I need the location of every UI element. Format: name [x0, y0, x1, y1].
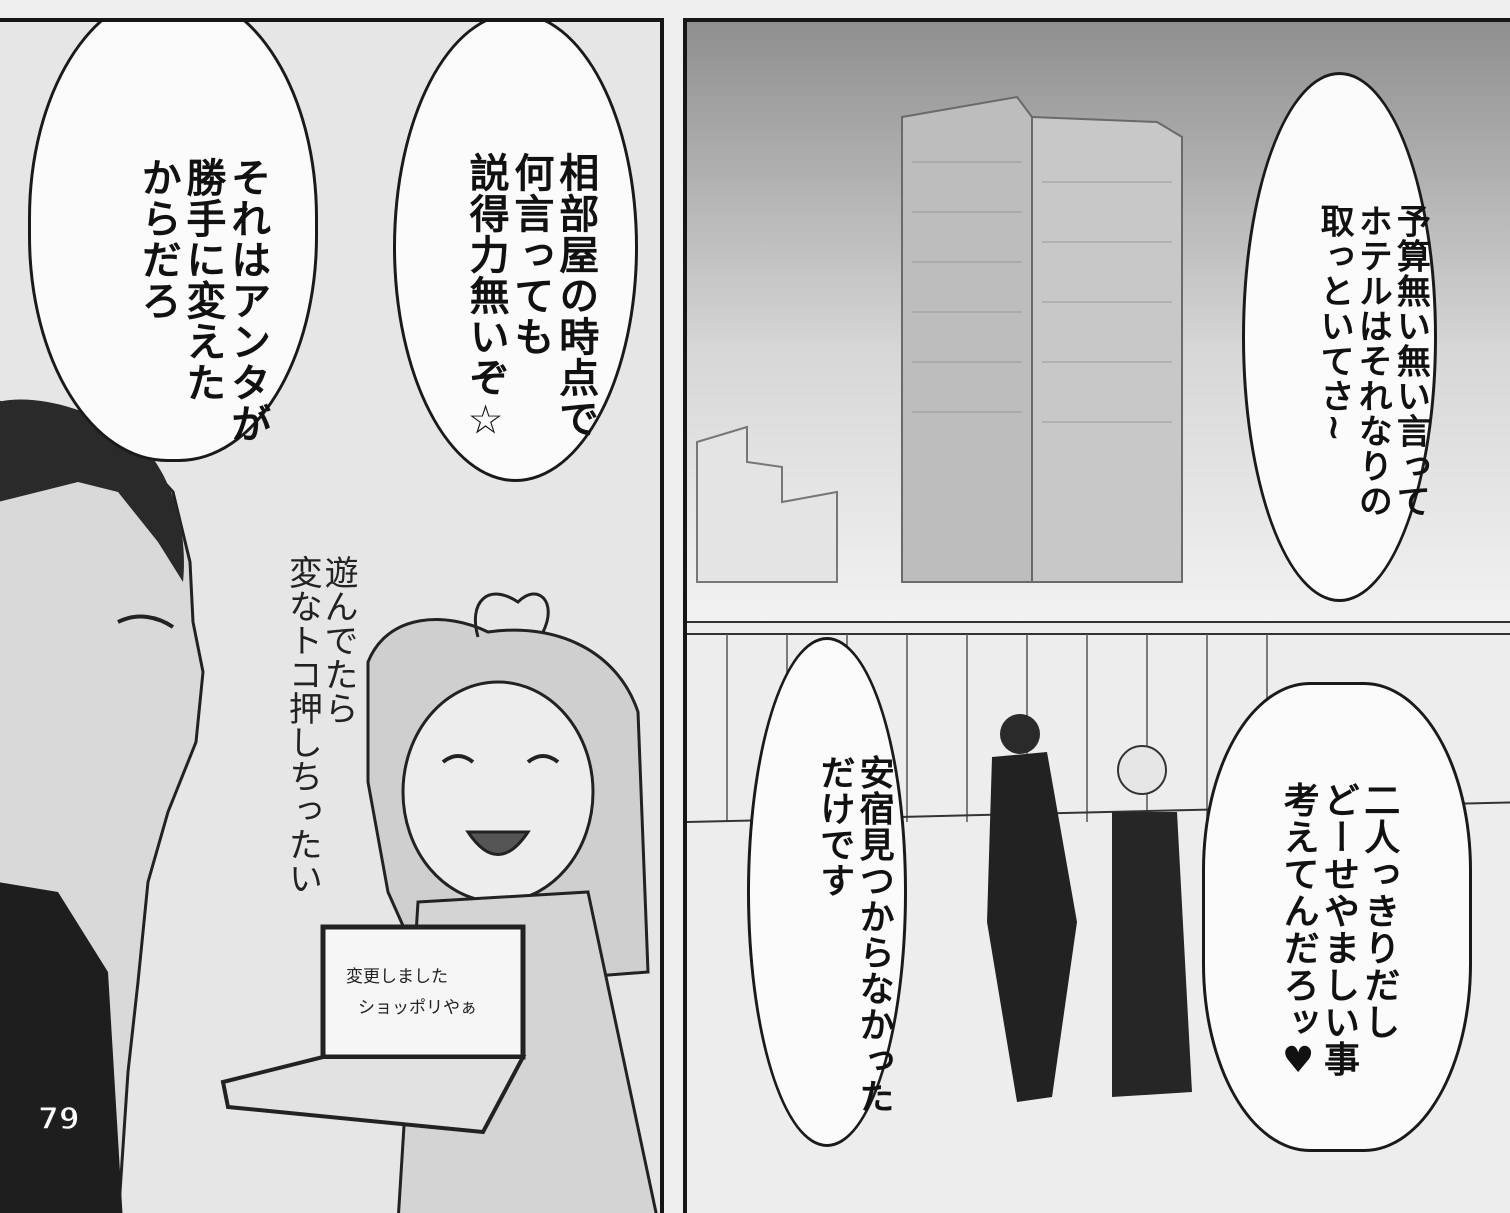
laptop-screen: 変更しました ショッポリやぁ — [336, 952, 511, 1042]
bubble-line: 安宿見つからなかった — [853, 754, 894, 1115]
laptop-screen-line-1: 変更しました — [346, 967, 448, 987]
bubble-line: 説得力無いぞ☆ — [462, 151, 509, 445]
bubble-line: 二人っきりだし — [1358, 781, 1400, 1041]
bubble-line: 勝手に変えた — [179, 156, 226, 403]
bubble-line: だけです — [814, 754, 855, 899]
aside-line: 変なトコ押しちったい — [282, 555, 323, 896]
bubble-line: どーせやましい事 — [1317, 781, 1359, 1078]
panel-left-artwork — [0, 399, 658, 1213]
speech-bubble-bottom-right — [1202, 682, 1472, 1152]
bubble-line: 相部屋の時点で — [552, 151, 599, 439]
speech-bubble-bottom-right-text: 二人っきりだし どーせやましい事 考えてんだろッ♥ — [1237, 727, 1439, 1082]
bubble-line: 予算無い無い言って — [1390, 203, 1431, 519]
manga-panel-right: 予算無い無い言って ホテルはそれなりの 取っといてさ~ 安宿見つからなかった だ… — [683, 18, 1510, 1213]
speech-bubble-bottom-left — [747, 637, 907, 1147]
speech-bubble-right — [393, 22, 638, 482]
bubble-line: 何言っても — [507, 151, 554, 357]
speech-bubble-top-text: 予算無い無い言って ホテルはそれなりの 取っといてさ~ — [1277, 152, 1467, 518]
bubble-line: 取っといてさ~ — [1314, 203, 1355, 443]
speech-bubble-right-text: 相部屋の時点で 何言っても 説得力無いぞ☆ — [418, 92, 642, 445]
page-number: 79 — [37, 1101, 80, 1138]
bubble-line: ホテルはそれなりの — [1352, 203, 1393, 519]
bubble-line: からだろ — [134, 156, 181, 321]
laptop-screen-line-2: ショッポリやぁ — [358, 998, 477, 1018]
bubble-line: それはアンタが — [224, 156, 271, 444]
speech-bubble-left — [28, 22, 318, 462]
speech-bubble-bottom-left-text: 安宿見つからなかった だけです — [775, 702, 932, 1115]
speech-bubble-left-text: それはアンタが 勝手に変えた からだろ — [90, 97, 314, 444]
aside-line: 遊んでたら — [318, 555, 359, 726]
bubble-line: 考えてんだろッ♥ — [1277, 781, 1319, 1083]
speech-bubble-top — [1242, 72, 1437, 602]
handwritten-aside: 遊んでたら 変なトコ押しちったい — [248, 512, 391, 895]
manga-panel-left: 変更しました ショッポリやぁ 相部屋の時点で 何言っても 説得力無いぞ☆ それは… — [0, 18, 664, 1213]
